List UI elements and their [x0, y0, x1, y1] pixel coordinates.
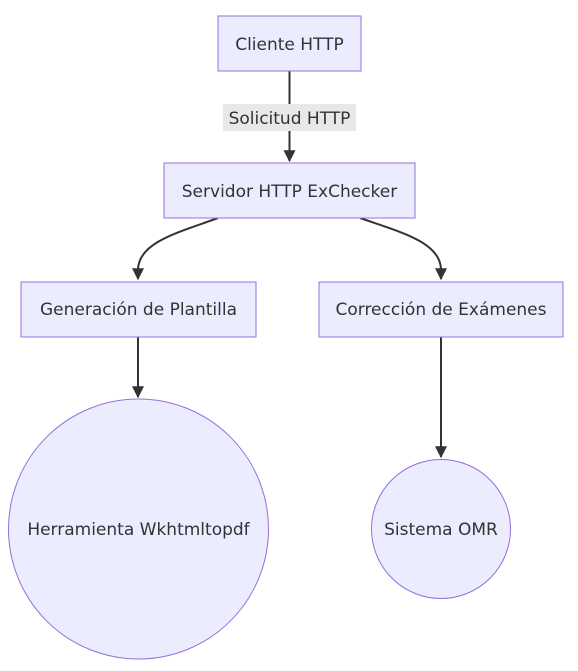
node-servidor-exchecker: Servidor HTTP ExChecker: [163, 162, 416, 219]
edge-label-background: [223, 104, 356, 131]
node-sistema-omr: Sistema OMR: [371, 459, 511, 599]
node-herramienta-wkhtmltopdf-label: Herramienta Wkhtmltopdf: [27, 520, 250, 540]
edge-label-text: Solicitud HTTP: [229, 109, 351, 129]
edge-servidor-generacion: [132, 217, 219, 281]
edge-servidor-correccion: [359, 217, 447, 281]
node-correccion-examenes-label: Corrección de Exámenes: [335, 300, 546, 320]
edge-label-solicitud: Solicitud HTTP: [223, 104, 356, 131]
node-generacion-plantilla: Generación de Plantilla: [20, 281, 257, 338]
node-cliente-http-label: Cliente HTTP: [235, 35, 344, 55]
node-cliente-http: Cliente HTTP: [217, 15, 362, 72]
node-sistema-omr-label: Sistema OMR: [384, 520, 498, 540]
node-correccion-examenes: Corrección de Exámenes: [318, 281, 564, 338]
node-servidor-exchecker-label: Servidor HTTP ExChecker: [182, 182, 397, 202]
node-herramienta-wkhtmltopdf: Herramienta Wkhtmltopdf: [8, 398, 269, 660]
node-generacion-plantilla-label: Generación de Plantilla: [40, 300, 237, 320]
